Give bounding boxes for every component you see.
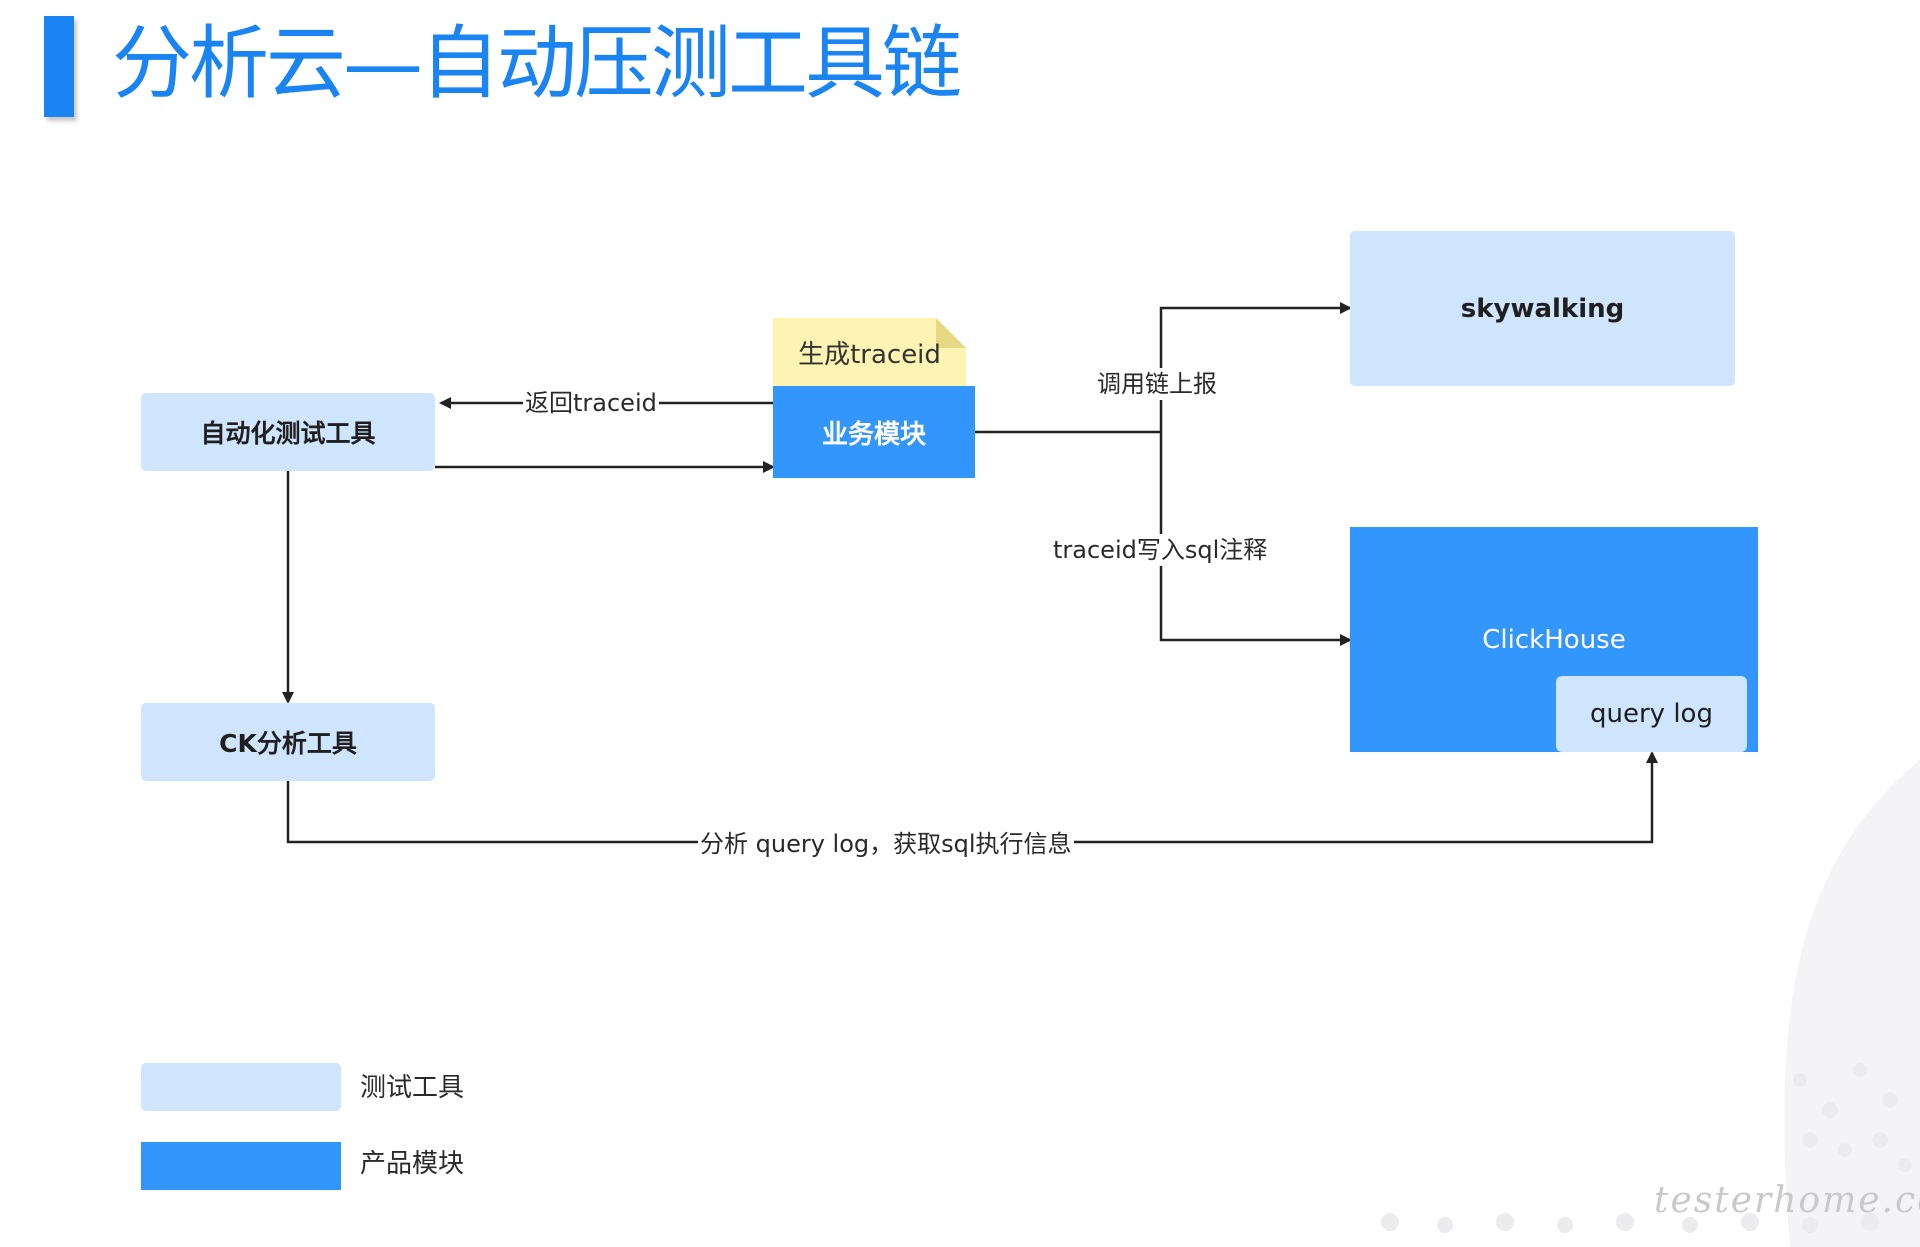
clickhouse-label: ClickHouse	[1482, 624, 1626, 655]
label-analyze-query-log: 分析 query log，获取sql执行信息	[698, 828, 1074, 860]
label-traceid-sql: traceid写入sql注释	[1051, 534, 1270, 566]
label-trace-report: 调用链上报	[1095, 368, 1219, 400]
page-title: 分析云—自动压测工具链	[112, 17, 962, 110]
node-ck-analysis-tool: CK分析工具	[141, 703, 435, 781]
legend-swatch-product	[141, 1142, 341, 1190]
legend-label-test-tool: 测试工具	[360, 1073, 465, 1103]
node-auto-test-tool: 自动化测试工具	[141, 393, 435, 471]
legend-label-product: 产品模块	[360, 1149, 465, 1179]
node-skywalking: skywalking	[1350, 231, 1735, 386]
node-clickhouse: ClickHouse	[1350, 527, 1758, 752]
note-generate-traceid: 生成traceid	[798, 339, 941, 370]
watermark: testerhome.com	[1654, 1180, 1920, 1221]
node-business-module: 业务模块	[773, 386, 975, 478]
label-return-traceid: 返回traceid	[523, 387, 659, 419]
legend-swatch-test-tool	[141, 1063, 341, 1111]
edge-to-clickhouse	[1159, 432, 1352, 646]
note-shape	[773, 318, 966, 386]
node-query-log: query log	[1556, 676, 1747, 752]
title-accent-bar	[44, 16, 74, 117]
